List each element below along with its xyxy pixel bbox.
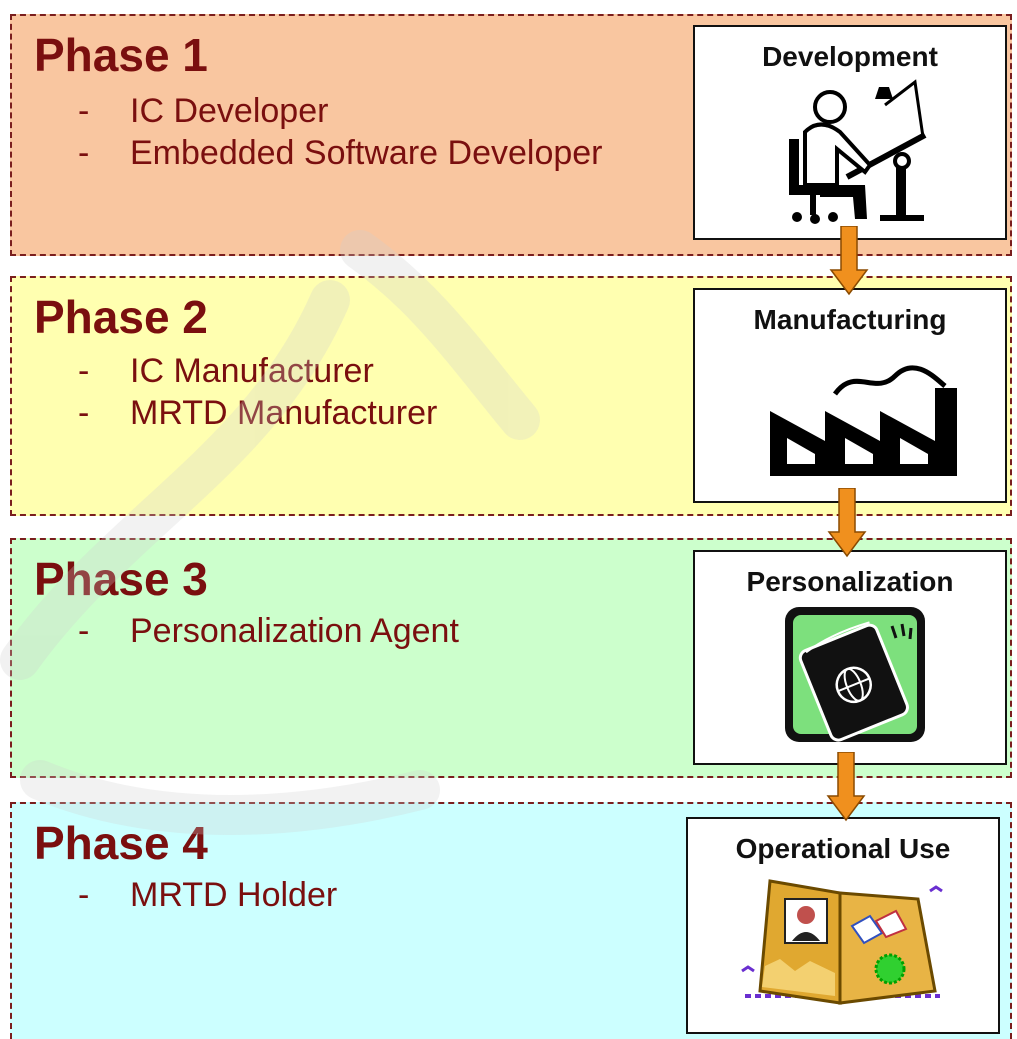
passport-icon bbox=[785, 607, 925, 742]
role-bullet: - bbox=[78, 352, 90, 390]
phase-2-title: Phase 2 bbox=[34, 291, 208, 343]
open-passport-icon bbox=[741, 879, 943, 1005]
phase-3-roles: - Personalization Agent bbox=[78, 610, 459, 652]
role-bullet: - bbox=[78, 92, 90, 130]
role-item: - MRTD Holder bbox=[78, 874, 337, 916]
phase-1-roles: - IC Developer - Embedded Software Develop… bbox=[78, 90, 603, 174]
phase-3-title: Phase 3 bbox=[34, 553, 208, 605]
role-label: Personalization Agent bbox=[130, 612, 459, 650]
role-item: - MRTD Manufacturer bbox=[78, 392, 437, 434]
role-label: IC Manufacturer bbox=[130, 352, 374, 390]
role-item: - Embedded Software Developer bbox=[78, 132, 603, 174]
role-bullet: - bbox=[78, 612, 90, 650]
manufacturing-stage-box: Manufacturing bbox=[693, 288, 1007, 503]
phase-2-roles: - IC Manufacturer - MRTD Manufacturer bbox=[78, 350, 437, 434]
role-label: MRTD Holder bbox=[130, 876, 338, 914]
role-item: - Personalization Agent bbox=[78, 610, 459, 652]
role-label: IC Developer bbox=[130, 92, 329, 130]
development-stage-box: Development bbox=[693, 25, 1007, 240]
personalization-label: Personalization bbox=[746, 566, 954, 597]
phase-1-title: Phase 1 bbox=[34, 29, 208, 81]
role-label: Embedded Software Developer bbox=[130, 134, 603, 172]
operational-use-stage-box: Operational Use bbox=[686, 817, 1000, 1034]
phase-4-title: Phase 4 bbox=[34, 817, 208, 869]
arrow-development-to-manufacturing bbox=[829, 226, 869, 296]
arrow-manufacturing-to-personalization bbox=[827, 488, 867, 558]
drafting-person-icon bbox=[789, 79, 927, 224]
role-bullet: - bbox=[78, 876, 90, 914]
operational-use-label: Operational Use bbox=[735, 833, 951, 864]
phase-4-roles: - MRTD Holder bbox=[78, 874, 337, 916]
arrow-personalization-to-operational-use bbox=[826, 752, 866, 822]
manufacturing-label: Manufacturing bbox=[753, 304, 947, 335]
role-item: - IC Developer bbox=[78, 90, 603, 132]
personalization-stage-box: Personalization bbox=[693, 550, 1007, 765]
role-bullet: - bbox=[78, 134, 90, 172]
role-label: MRTD Manufacturer bbox=[130, 394, 438, 432]
factory-icon bbox=[770, 365, 957, 476]
role-item: - IC Manufacturer bbox=[78, 350, 437, 392]
role-bullet: - bbox=[78, 394, 90, 432]
development-label: Development bbox=[762, 41, 938, 72]
